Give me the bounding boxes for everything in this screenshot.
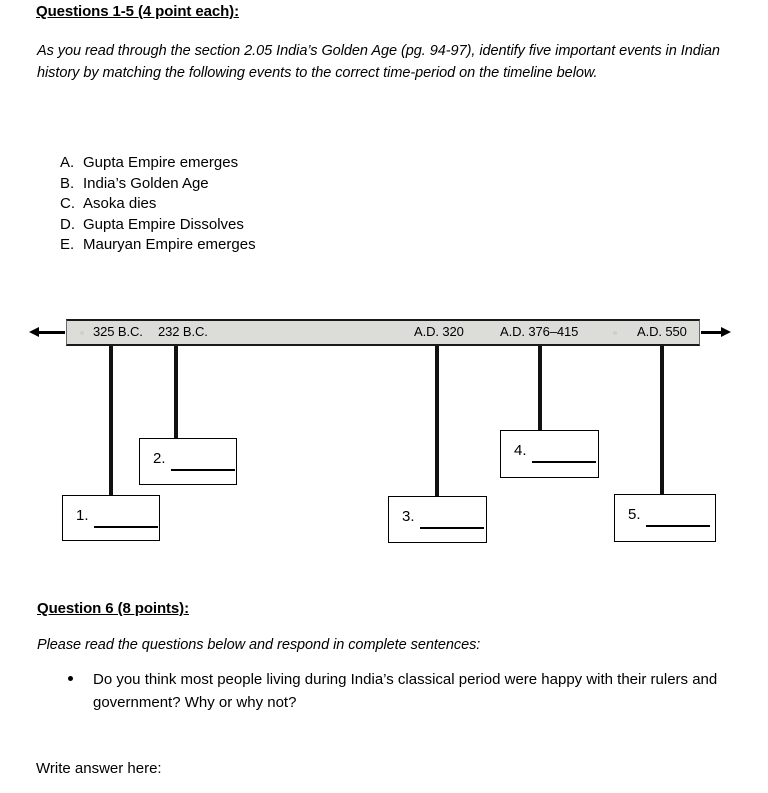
answer-box-3[interactable]: 3. <box>388 496 487 543</box>
bullet-dot-icon <box>68 676 73 681</box>
timeline-connector-2 <box>174 346 178 439</box>
timeline-label-1: 325 B.C. <box>93 324 143 339</box>
answer-box-5[interactable]: 5. <box>614 494 716 542</box>
answer-options-list: A. Gupta Empire emerges B. India’s Golde… <box>60 153 256 256</box>
answer-box-5-blank[interactable] <box>646 525 710 527</box>
option-e-label: Mauryan Empire emerges <box>83 236 256 253</box>
timeline-dot-1 <box>80 331 84 335</box>
option-b-label: India’s Golden Age <box>83 174 209 192</box>
option-a-letter: A. <box>60 154 75 171</box>
option-c-letter: C. <box>60 195 75 212</box>
write-answer-here-label: Write answer here: <box>36 760 162 777</box>
option-b-letter: B. <box>60 174 75 192</box>
answer-box-5-number: 5. <box>628 506 641 523</box>
option-c-label: Asoka dies <box>83 195 157 212</box>
answer-box-2-blank[interactable] <box>171 469 235 471</box>
answer-box-2[interactable]: 2. <box>139 438 237 485</box>
answer-box-4-number: 4. <box>514 442 527 459</box>
question-6-bullet-item: Do you think most people living during I… <box>60 668 730 714</box>
timeline-diagram: 325 B.C. 232 B.C. A.D. 320 A.D. 376–415 … <box>0 300 768 560</box>
option-c: C. Asoka dies <box>60 194 256 215</box>
answer-box-1-number: 1. <box>76 507 89 524</box>
timeline-connector-5 <box>660 346 664 495</box>
timeline-connector-3 <box>435 346 439 497</box>
option-a: A. Gupta Empire emerges <box>60 153 256 174</box>
timeline-label-3: A.D. 320 <box>414 324 464 339</box>
option-a-label: Gupta Empire emerges <box>83 154 239 171</box>
option-d-label: Gupta Empire Dissolves <box>83 215 244 233</box>
question-6-bullet-list: Do you think most people living during I… <box>60 668 730 714</box>
option-d-letter: D. <box>60 215 75 233</box>
timeline-label-5: A.D. 550 <box>637 324 687 339</box>
option-b: B. India’s Golden Age <box>60 174 256 195</box>
answer-box-3-blank[interactable] <box>420 527 484 529</box>
timeline-dot-5 <box>613 331 617 335</box>
questions-1-5-instructions: As you read through the section 2.05 Ind… <box>37 43 720 81</box>
timeline-left-arrow-icon <box>29 327 65 337</box>
question-6-bullet-text: Do you think most people living during I… <box>93 671 718 711</box>
option-e-letter: E. <box>60 236 75 253</box>
answer-box-1-blank[interactable] <box>94 526 158 528</box>
timeline-connector-4 <box>538 346 542 431</box>
answer-box-4[interactable]: 4. <box>500 430 599 478</box>
answer-box-2-number: 2. <box>153 450 166 467</box>
question-6-instructions: Please read the questions below and resp… <box>37 637 481 653</box>
timeline-right-arrow-icon <box>701 327 731 337</box>
timeline-label-2: 232 B.C. <box>158 324 208 339</box>
questions-1-5-heading: Questions 1-5 (4 point each): <box>36 3 239 20</box>
question-6-heading: Question 6 (8 points): <box>37 600 189 617</box>
timeline-bar <box>66 319 700 346</box>
timeline-label-4: A.D. 376–415 <box>500 324 579 339</box>
timeline-connector-1 <box>109 346 113 496</box>
option-e: E. Mauryan Empire emerges <box>60 235 256 256</box>
answer-box-3-number: 3. <box>402 508 415 525</box>
answer-box-1[interactable]: 1. <box>62 495 160 541</box>
answer-box-4-blank[interactable] <box>532 461 596 463</box>
option-d: D. Gupta Empire Dissolves <box>60 215 256 236</box>
